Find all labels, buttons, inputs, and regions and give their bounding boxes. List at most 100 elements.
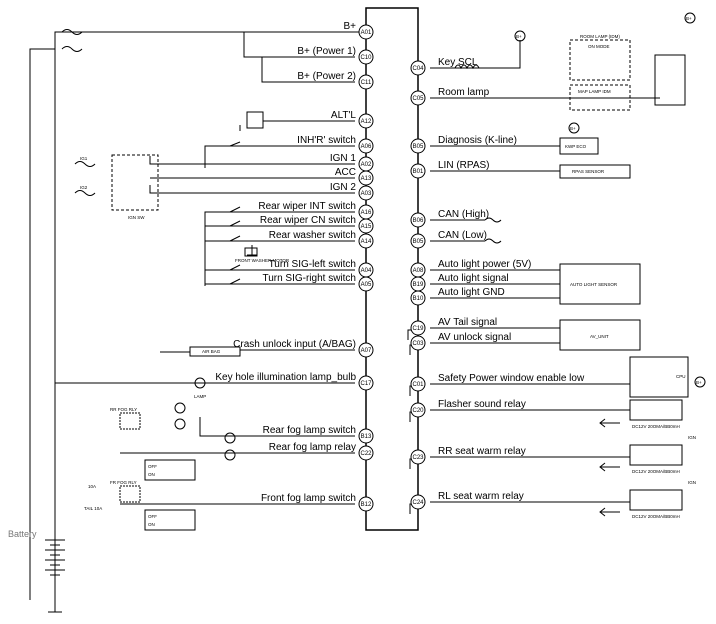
pin-label-left-17: Front fog lamp switch: [261, 493, 356, 504]
pin-label-right-14: RL seat warm relay: [438, 491, 524, 502]
on-mode-label: ON MODE: [588, 44, 610, 49]
pin-label-right-7: Auto light signal: [438, 273, 509, 284]
pin-label-right-9: AV Tail signal: [438, 317, 497, 328]
pin-left-12: [359, 277, 373, 291]
pin-label-left-12: Turn SIG-right switch: [262, 273, 356, 284]
front-washer-motor-label: FRONT WASHER MOTOR: [235, 258, 290, 263]
ign-switch-box: [112, 155, 158, 210]
pin-label-left-10: Rear washer switch: [269, 230, 356, 241]
av-unit-box: [560, 320, 640, 350]
pin-left-13: [359, 343, 373, 357]
pin-label-right-0: Key SCL: [438, 57, 478, 68]
pin-id-left-17: B12: [361, 502, 372, 508]
pin-id-right-14: C24: [412, 500, 424, 506]
room-lamp-box-label: ROOM LAMP (IDM): [580, 34, 620, 39]
pin-right-2: [411, 139, 425, 153]
pin-id-left-5: A02: [361, 162, 372, 168]
pin-id-left-15: B13: [361, 434, 372, 440]
bplus-marker-1: B+: [516, 34, 522, 39]
air-bag-label: AIR BAG: [202, 349, 221, 354]
seat-warm-spec-1: DC12V 20OMA/BB0mH: [632, 424, 680, 429]
pin-label-right-8: Auto light GND: [438, 287, 505, 298]
ig2-label: IG2: [80, 185, 88, 190]
pin-label-right-12: Flasher sound relay: [438, 399, 526, 410]
pin-label-left-7: IGN 2: [330, 182, 357, 193]
pin-label-left-16: Rear fog lamp relay: [269, 442, 356, 453]
pin-left-4: [359, 139, 373, 153]
pin-id-right-10: C03: [412, 341, 424, 347]
pin-right-8: [411, 291, 425, 305]
battery-label: Battery: [8, 529, 37, 539]
pin-label-right-4: CAN (High): [438, 209, 489, 220]
pin-id-left-2: C11: [361, 80, 372, 86]
control-unit-box: [366, 8, 418, 530]
pin-label-right-5: CAN (Low): [438, 230, 487, 241]
pin-id-right-13: C23: [412, 455, 424, 461]
pin-id-left-3: A12: [361, 119, 372, 125]
pin-left-0: [359, 25, 373, 39]
pin-left-1: [359, 50, 373, 64]
ign-marker-2: IGN: [688, 480, 696, 485]
auto-light-sensor-label: AUTO LIGHT SENSOR: [570, 282, 618, 287]
pin-left-3: [359, 114, 373, 128]
pin-label-right-10: AV unlock signal: [438, 332, 511, 343]
pin-label-left-9: Rear wiper CN switch: [260, 215, 356, 226]
seat-warm-spec-3: DC12V 20OMA/BB0mH: [632, 514, 680, 519]
pin-left-14: [359, 376, 373, 390]
pin-label-left-3: ALT'L: [331, 110, 357, 121]
pin-left-10: [359, 234, 373, 248]
pin-right-3: [411, 164, 425, 178]
pin-label-left-15: Rear fog lamp switch: [263, 425, 356, 436]
pin-id-left-0: A01: [361, 30, 372, 36]
pin-right-9: [411, 321, 425, 335]
pin-label-left-0: B+: [343, 21, 356, 32]
pin-left-2: [359, 75, 373, 89]
pin-id-left-12: A05: [361, 282, 372, 288]
pin-label-left-4: INH'R' switch: [297, 135, 356, 146]
on-label-1: ON: [148, 472, 155, 477]
fr-fog-rly-label: FR FOG RLY: [110, 480, 137, 485]
kwpeco-label: KWP ECO: [565, 144, 587, 149]
pin-left-17: [359, 497, 373, 511]
pin-id-left-1: C10: [360, 55, 372, 61]
pin-id-right-1: C05: [412, 96, 424, 102]
av-unit-label: AV_UNIT: [590, 334, 609, 339]
pin-left-7: [359, 186, 373, 200]
pin-id-right-2: B05: [413, 144, 424, 150]
pin-id-right-9: C19: [412, 326, 424, 332]
bplus-marker-3: B+: [570, 126, 576, 131]
pin-label-right-3: LIN (RPAS): [438, 160, 490, 171]
room-lamp-box: [570, 40, 630, 80]
pin-right-11: [411, 377, 425, 391]
pin-right-12: [411, 403, 425, 417]
pin-left-9: [359, 219, 373, 233]
pin-id-left-14: C17: [360, 381, 372, 387]
pin-id-left-8: A16: [361, 210, 372, 216]
pin-id-right-7: B19: [413, 282, 424, 288]
pin-id-right-5: B05: [413, 239, 424, 245]
bplus-marker-4: B+: [696, 380, 702, 385]
pin-id-right-12: C20: [412, 408, 424, 414]
pin-right-1: [411, 91, 425, 105]
pin-right-5: [411, 234, 425, 248]
pin-right-0: [411, 61, 425, 75]
pin-left-15: [359, 429, 373, 443]
pin-label-left-6: ACC: [335, 167, 356, 178]
pin-id-left-9: A15: [361, 224, 372, 230]
pin-id-left-6: A13: [361, 176, 372, 182]
pin-id-left-4: A06: [361, 144, 372, 150]
pin-label-left-1: B+ (Power 1): [297, 46, 356, 57]
kwpeco-box: [560, 138, 598, 154]
pin-id-right-6: A08: [413, 268, 424, 274]
pin-label-right-6: Auto light power (5V): [438, 259, 531, 270]
off-label-2: OFF: [148, 514, 157, 519]
pin-label-left-8: Rear wiper INT switch: [258, 201, 356, 212]
pin-label-left-5: IGN 1: [330, 153, 357, 164]
pin-id-right-11: C01: [412, 382, 424, 388]
pin-left-6: [359, 171, 373, 185]
pin-right-14: [411, 495, 425, 509]
seat-warm-spec-2: DC12V 20OMA/BB0mH: [632, 469, 680, 474]
pin-id-left-10: A14: [361, 239, 372, 245]
ign-switch-label: IGN SW: [128, 215, 145, 220]
